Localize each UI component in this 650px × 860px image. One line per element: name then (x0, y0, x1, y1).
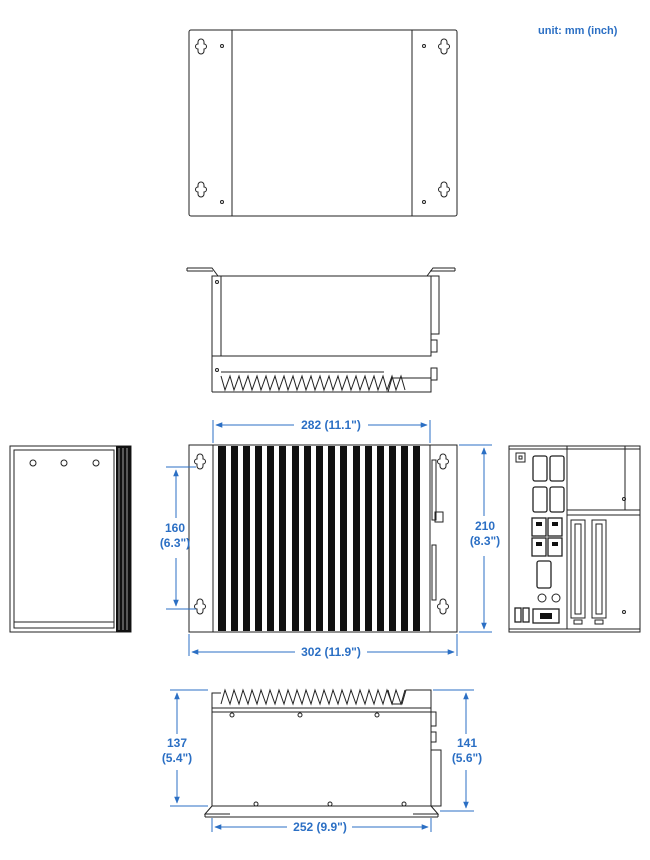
heatsink-fins-front (218, 446, 420, 631)
top-view (188, 29, 458, 217)
unit-label: unit: mm (inch) (538, 25, 618, 37)
rear-io-view (508, 445, 641, 633)
front-dimensions: 282 (11.1") 302 (11.9") 160 (6.3") 210 (… (160, 418, 500, 659)
bottom-dimensions: 137 (5.4") 141 (5.6") 252 (9.9") (162, 689, 482, 834)
heatsink-fins-top (211, 356, 432, 393)
dim-210: 210 (475, 519, 495, 533)
serial-port (532, 455, 565, 589)
dim-141-inch: (5.6") (452, 751, 482, 765)
dim-160: 160 (165, 521, 185, 535)
dim-141: 141 (457, 736, 477, 750)
dim-137-inch: (5.4") (162, 751, 192, 765)
mounting-slot (195, 38, 450, 198)
front-view (188, 444, 458, 633)
dim-210-inch: (8.3") (470, 534, 500, 548)
usb-lan-ports (531, 517, 563, 557)
dim-160-inch: (6.3") (160, 536, 190, 550)
left-side-view (9, 445, 132, 633)
dim-137: 137 (167, 736, 187, 750)
side-view-bottom (203, 688, 442, 818)
side-view-top (186, 267, 456, 393)
dim-302: 302 (11.9") (301, 645, 361, 659)
heatsink-fins-bottom (211, 688, 432, 708)
dim-282: 282 (11.1") (301, 418, 361, 432)
dim-252: 252 (9.9") (293, 820, 347, 834)
